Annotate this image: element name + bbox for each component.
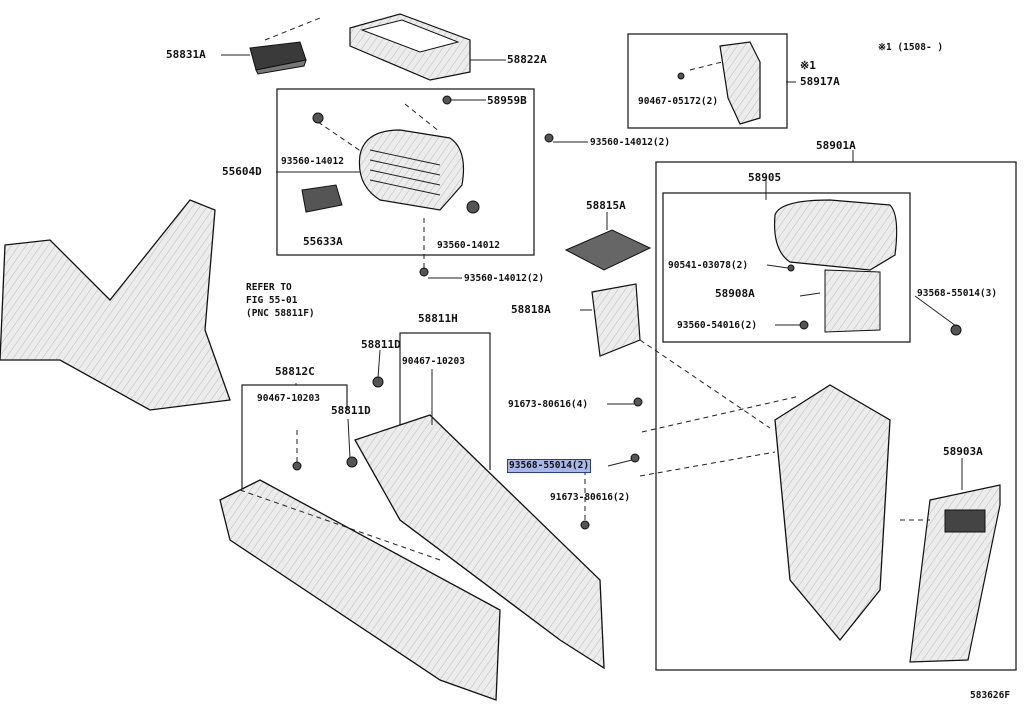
part-58905-armrest — [773, 199, 898, 333]
part-console-body — [774, 384, 891, 642]
part-58822A-tray — [349, 13, 471, 81]
bracket-58812C — [241, 384, 348, 520]
part-58818A-panel — [591, 283, 641, 357]
label-90467-10203-a: 90467-10203 — [402, 356, 465, 367]
diagram-code: 583626F — [970, 690, 1011, 701]
label-90467-05172: 90467-05172(2) — [638, 96, 719, 107]
label-93560-54016: 93560-54016(2) — [677, 320, 758, 331]
part-58917A — [719, 41, 761, 125]
label-58812C: 58812C — [275, 365, 315, 378]
part-55604D-airbag — [358, 129, 465, 211]
label-58811H: 58811H — [418, 312, 458, 325]
box-58917A — [627, 33, 788, 129]
screws — [292, 72, 962, 530]
label-55604D: 55604D — [222, 165, 262, 178]
label-93560-14012-d: 93560-14012(2) — [464, 273, 545, 284]
label-90541-03078: 90541-03078(2) — [668, 260, 749, 271]
label-58818A: 58818A — [511, 303, 551, 316]
label-93560-14012-b: 93560-14012 — [437, 240, 500, 251]
label-90467-10203-b: 90467-10203 — [257, 393, 320, 404]
label-93568-55014-a: 93568-55014(3) — [917, 288, 998, 299]
label-58811D-b: 58811D — [331, 404, 371, 417]
leader-lines — [221, 54, 963, 490]
label-55633A: 55633A — [303, 235, 343, 248]
part-58903A-rear-panel — [909, 484, 1001, 663]
label-58905: 58905 — [748, 171, 782, 184]
label-58822A: 58822A — [507, 53, 547, 66]
label-93560-14012-a: 93560-14012 — [281, 156, 344, 167]
legend-note: ※1 (1508- ) — [878, 42, 944, 53]
label-58959B: 58959B — [487, 94, 527, 107]
label-58908A: 58908A — [715, 287, 755, 300]
part-58812C-side-panel — [219, 479, 501, 701]
label-58903A: 58903A — [943, 445, 983, 458]
box-58901A — [655, 161, 1017, 671]
refer-line-3: (PNC 58811F) — [246, 308, 315, 319]
label-93568-55014-highlight[interactable]: 93568-55014(2) — [506, 459, 592, 473]
part-58831A-clip — [249, 41, 307, 75]
box-58905 — [662, 192, 911, 343]
refer-line-2: FIG 55-01 — [246, 295, 298, 306]
label-91673-80616-b: 91673-80616(2) — [550, 492, 631, 503]
part-55633A-bracket — [301, 184, 343, 213]
label-58901A: 58901A — [816, 139, 856, 152]
part-dash-lower — [0, 199, 231, 411]
part-58815A-mat — [564, 229, 652, 271]
label-91673-80616-a: 91673-80616(4) — [508, 399, 589, 410]
part-58811H-console — [354, 414, 605, 670]
bracket-58811H — [399, 332, 491, 490]
label-58815A: 58815A — [586, 199, 626, 212]
assembly-lines — [239, 17, 930, 561]
label-58831A: 58831A — [166, 48, 206, 61]
label-93560-14012-c: 93560-14012(2) — [590, 137, 671, 148]
label-note-marker: ※1 — [800, 59, 816, 72]
label-58811D-a: 58811D — [361, 338, 401, 351]
refer-line-1: REFER TO — [246, 282, 292, 293]
label-58917A: 58917A — [800, 75, 840, 88]
